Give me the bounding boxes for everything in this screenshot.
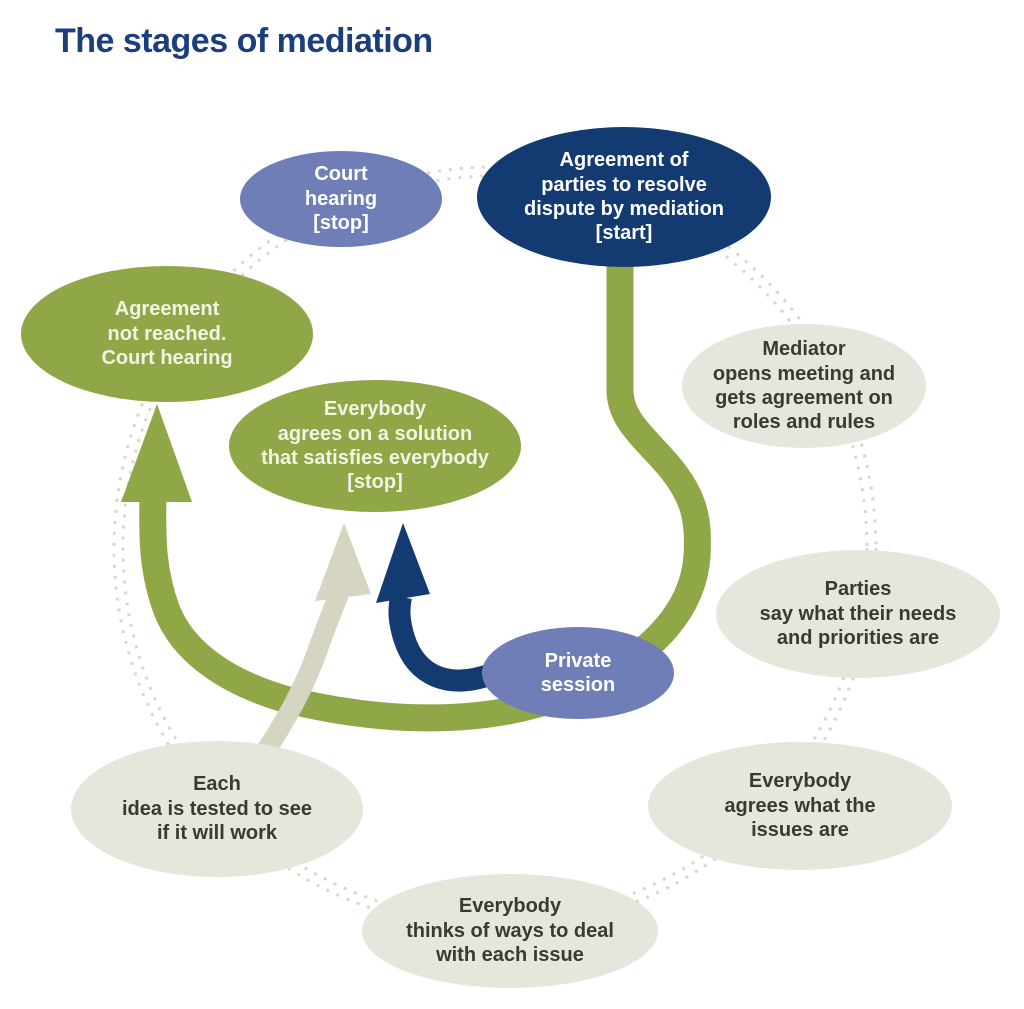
node-agreement-not-reached: Agreement not reached. Court hearing [21, 266, 313, 402]
node-ways-to-deal: Everybody thinks of ways to deal with ea… [362, 874, 658, 988]
node-agree-issues: Everybody agrees what the issues are [648, 742, 952, 870]
green-arrowhead-icon [121, 404, 192, 502]
page-title: The stages of mediation [55, 22, 433, 60]
blue-arrowhead-icon [376, 523, 430, 603]
node-solution-agreed: Everybody agrees on a solution that sati… [229, 380, 521, 512]
beige-arrowhead-icon [315, 523, 371, 601]
arrow-private-to-solution-blue [376, 523, 496, 692]
node-start: Agreement of parties to resolve dispute … [477, 127, 771, 267]
node-idea-tested: Each idea is tested to see if it will wo… [71, 741, 363, 877]
arrow-testing-to-solution-beige [238, 523, 371, 784]
node-private-session: Private session [482, 627, 674, 719]
node-mediator-opens: Mediator opens meeting and gets agreemen… [682, 324, 926, 448]
node-parties-needs: Parties say what their needs and priorit… [716, 550, 1000, 678]
node-court-hearing: Court hearing [stop] [240, 151, 442, 247]
